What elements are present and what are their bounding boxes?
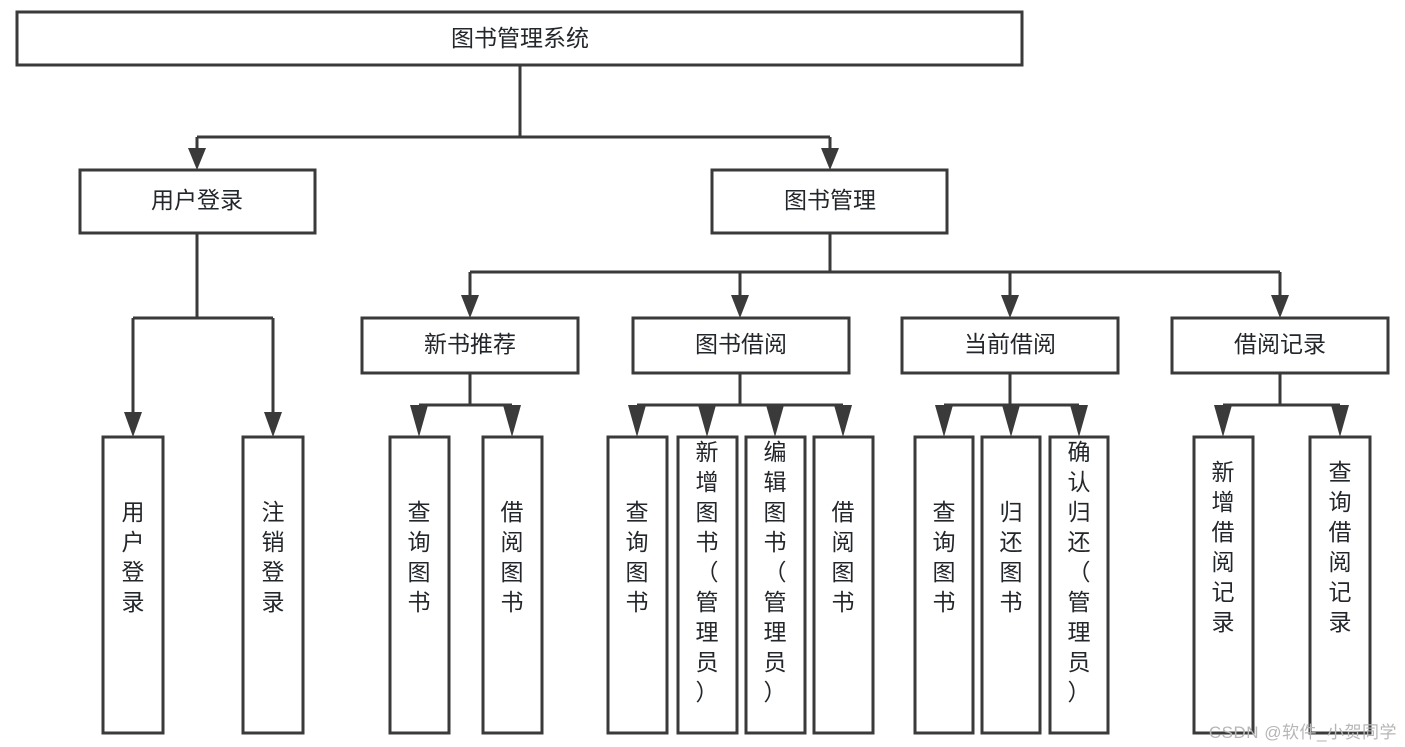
node-current-borrow-label: 当前借阅 <box>964 331 1056 357</box>
arrow-book-borrow <box>731 295 749 318</box>
node-leaf-query-book-3-label: 查询图书 <box>933 499 956 615</box>
node-leaf-edit-book-label: 编辑图书（管理员） <box>764 439 787 705</box>
node-book-management[interactable]: 图书管理 <box>710 168 949 235</box>
node-leaf-user-login-box[interactable] <box>101 435 165 735</box>
node-leaf-query-book-2-box[interactable] <box>606 435 669 735</box>
node-leaf-query-record-box[interactable] <box>1308 435 1372 735</box>
node-leaf-query-book-1-label: 查询图书 <box>408 499 431 615</box>
node-user-login-box[interactable] <box>78 168 317 235</box>
node-new-book-recommend[interactable]: 新书推荐 <box>360 316 580 375</box>
node-borrow-record[interactable]: 借阅记录 <box>1170 316 1390 375</box>
arrow-leaf-add-record <box>1214 405 1232 437</box>
node-leaf-return-book[interactable]: 归还图书 <box>980 435 1042 735</box>
node-user-login-label: 用户登录 <box>151 187 243 213</box>
node-leaf-query-record[interactable]: 查询借阅记录 <box>1308 435 1372 735</box>
arrow-leaf-add-book <box>698 405 716 437</box>
arrow-leaf-user-login <box>124 412 142 437</box>
node-leaf-add-record-label: 新增借阅记录 <box>1212 459 1235 635</box>
node-leaf-add-record[interactable]: 新增借阅记录 <box>1192 435 1255 735</box>
node-leaf-edit-book-box[interactable] <box>744 435 807 735</box>
node-current-borrow-box[interactable] <box>900 316 1120 375</box>
node-leaf-query-book-1[interactable]: 查询图书 <box>388 435 451 735</box>
node-leaf-borrow-book-2-box[interactable] <box>812 435 875 735</box>
arrow-leaf-logout-login <box>264 412 282 437</box>
node-book-management-label: 图书管理 <box>784 187 876 213</box>
node-leaf-add-record-box[interactable] <box>1192 435 1255 735</box>
arrow-leaf-edit-book <box>766 405 784 437</box>
node-leaf-confirm-return[interactable]: 确认归还（管理员） <box>1048 435 1110 735</box>
node-current-borrow[interactable]: 当前借阅 <box>900 316 1120 375</box>
node-leaf-borrow-book-1-box[interactable] <box>481 435 544 735</box>
arrow-leaf-query-book-2 <box>628 405 646 437</box>
node-leaf-query-record-label: 查询借阅记录 <box>1329 459 1352 635</box>
arrow-leaf-query-book-1 <box>410 405 428 437</box>
node-leaf-logout-login-box[interactable] <box>241 435 305 735</box>
node-book-borrow-label: 图书借阅 <box>695 331 787 357</box>
arrow-leaf-query-book-3 <box>935 405 953 437</box>
edges-group <box>124 65 1349 437</box>
node-leaf-query-book-2-label: 查询图书 <box>626 499 649 615</box>
node-book-borrow[interactable]: 图书借阅 <box>631 316 851 375</box>
node-leaf-query-book-3[interactable]: 查询图书 <box>913 435 975 735</box>
node-leaf-logout-login-label: 注销登录 <box>262 499 285 615</box>
node-leaf-edit-book[interactable]: 编辑图书（管理员） <box>744 435 807 735</box>
node-leaf-return-book-label: 归还图书 <box>1000 499 1023 615</box>
arrow-leaf-return-book <box>1002 405 1020 437</box>
node-borrow-record-label: 借阅记录 <box>1234 331 1326 357</box>
node-leaf-add-book[interactable]: 新增图书（管理员） <box>676 435 739 735</box>
arrow-user-login <box>188 148 206 170</box>
node-leaf-borrow-book-1[interactable]: 借阅图书 <box>481 435 544 735</box>
node-user-login[interactable]: 用户登录 <box>78 168 317 235</box>
node-leaf-query-book-3-box[interactable] <box>913 435 975 735</box>
arrow-new-book-recommend <box>461 295 479 318</box>
node-book-management-box[interactable] <box>710 168 949 235</box>
node-leaf-user-login-label: 用户登录 <box>122 499 145 615</box>
node-leaf-query-book-1-box[interactable] <box>388 435 451 735</box>
node-leaf-borrow-book-1-label: 借阅图书 <box>501 499 524 615</box>
arrow-leaf-query-record <box>1331 405 1349 437</box>
node-leaf-borrow-book-2-label: 借阅图书 <box>832 499 855 615</box>
node-root-label: 图书管理系统 <box>451 25 589 51</box>
node-new-book-recommend-box[interactable] <box>360 316 580 375</box>
node-borrow-record-box[interactable] <box>1170 316 1390 375</box>
node-leaf-confirm-return-box[interactable] <box>1048 435 1110 735</box>
node-leaf-add-book-label: 新增图书（管理员） <box>696 439 719 705</box>
arrow-leaf-borrow-book-1 <box>503 405 521 437</box>
node-root-box[interactable] <box>15 10 1024 67</box>
node-leaf-confirm-return-label: 确认归还（管理员） <box>1068 439 1091 705</box>
node-leaf-logout-login[interactable]: 注销登录 <box>241 435 305 735</box>
arrow-borrow-record <box>1271 295 1289 318</box>
node-leaf-query-book-2[interactable]: 查询图书 <box>606 435 669 735</box>
arrow-leaf-confirm-return <box>1070 405 1088 437</box>
node-leaf-return-book-box[interactable] <box>980 435 1042 735</box>
node-leaf-user-login[interactable]: 用户登录 <box>101 435 165 735</box>
node-leaf-add-book-box[interactable] <box>676 435 739 735</box>
node-book-borrow-box[interactable] <box>631 316 851 375</box>
arrow-leaf-borrow-book-2 <box>834 405 852 437</box>
node-leaf-borrow-book-2[interactable]: 借阅图书 <box>812 435 875 735</box>
node-new-book-recommend-label: 新书推荐 <box>424 331 516 357</box>
arrow-book-management <box>821 148 839 170</box>
node-root[interactable]: 图书管理系统 <box>15 10 1024 67</box>
arrow-current-borrow <box>1001 295 1019 318</box>
